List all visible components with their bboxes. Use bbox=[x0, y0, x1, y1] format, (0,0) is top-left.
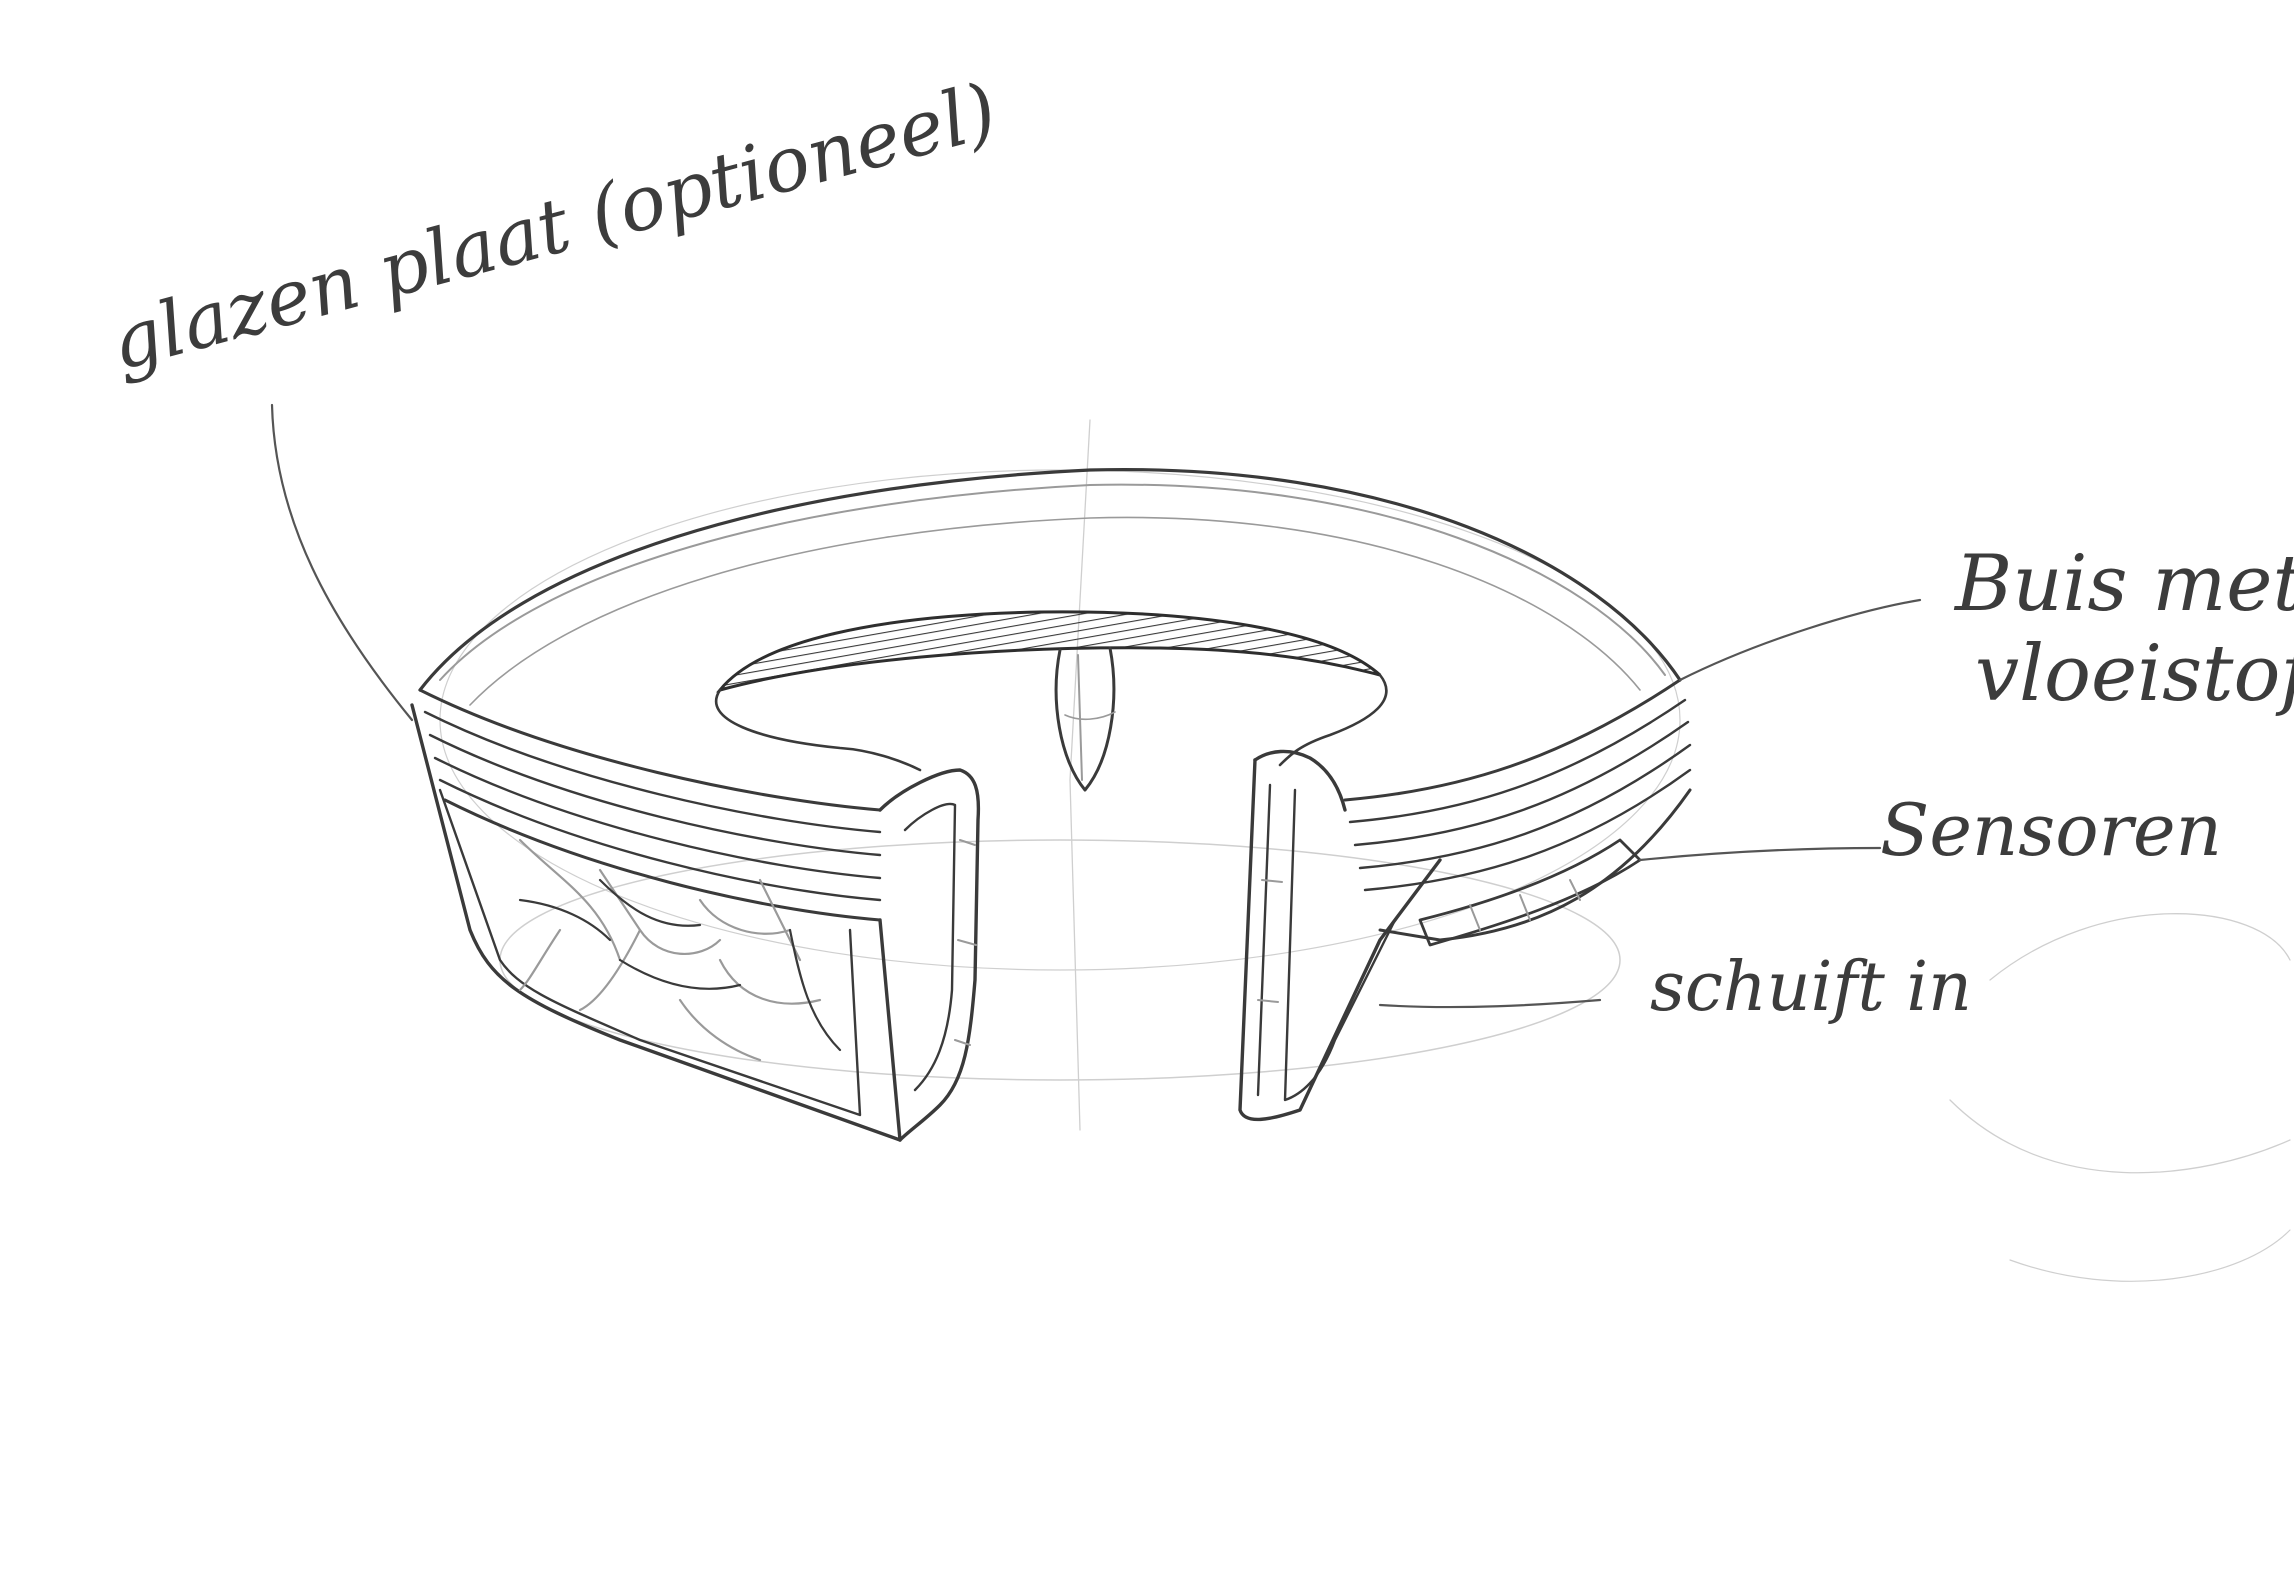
label-vloeistof: vloeistof bbox=[1975, 629, 2294, 719]
label-buis-met: Buis met bbox=[1953, 539, 2294, 629]
label-schuift-in: schuift in bbox=[1650, 948, 1972, 1027]
label-sensoren: Sensoren bbox=[1880, 788, 2222, 872]
ring-inner-hole bbox=[716, 612, 1386, 770]
left-tube-band bbox=[420, 690, 880, 920]
label-glazen-plaat: glazen plaat (optioneel) bbox=[102, 65, 1006, 387]
left-glass-panel bbox=[412, 705, 900, 1140]
leader-lines bbox=[272, 405, 1920, 1007]
ring-outer-rim bbox=[420, 470, 1680, 705]
center-pin bbox=[1056, 648, 1115, 790]
